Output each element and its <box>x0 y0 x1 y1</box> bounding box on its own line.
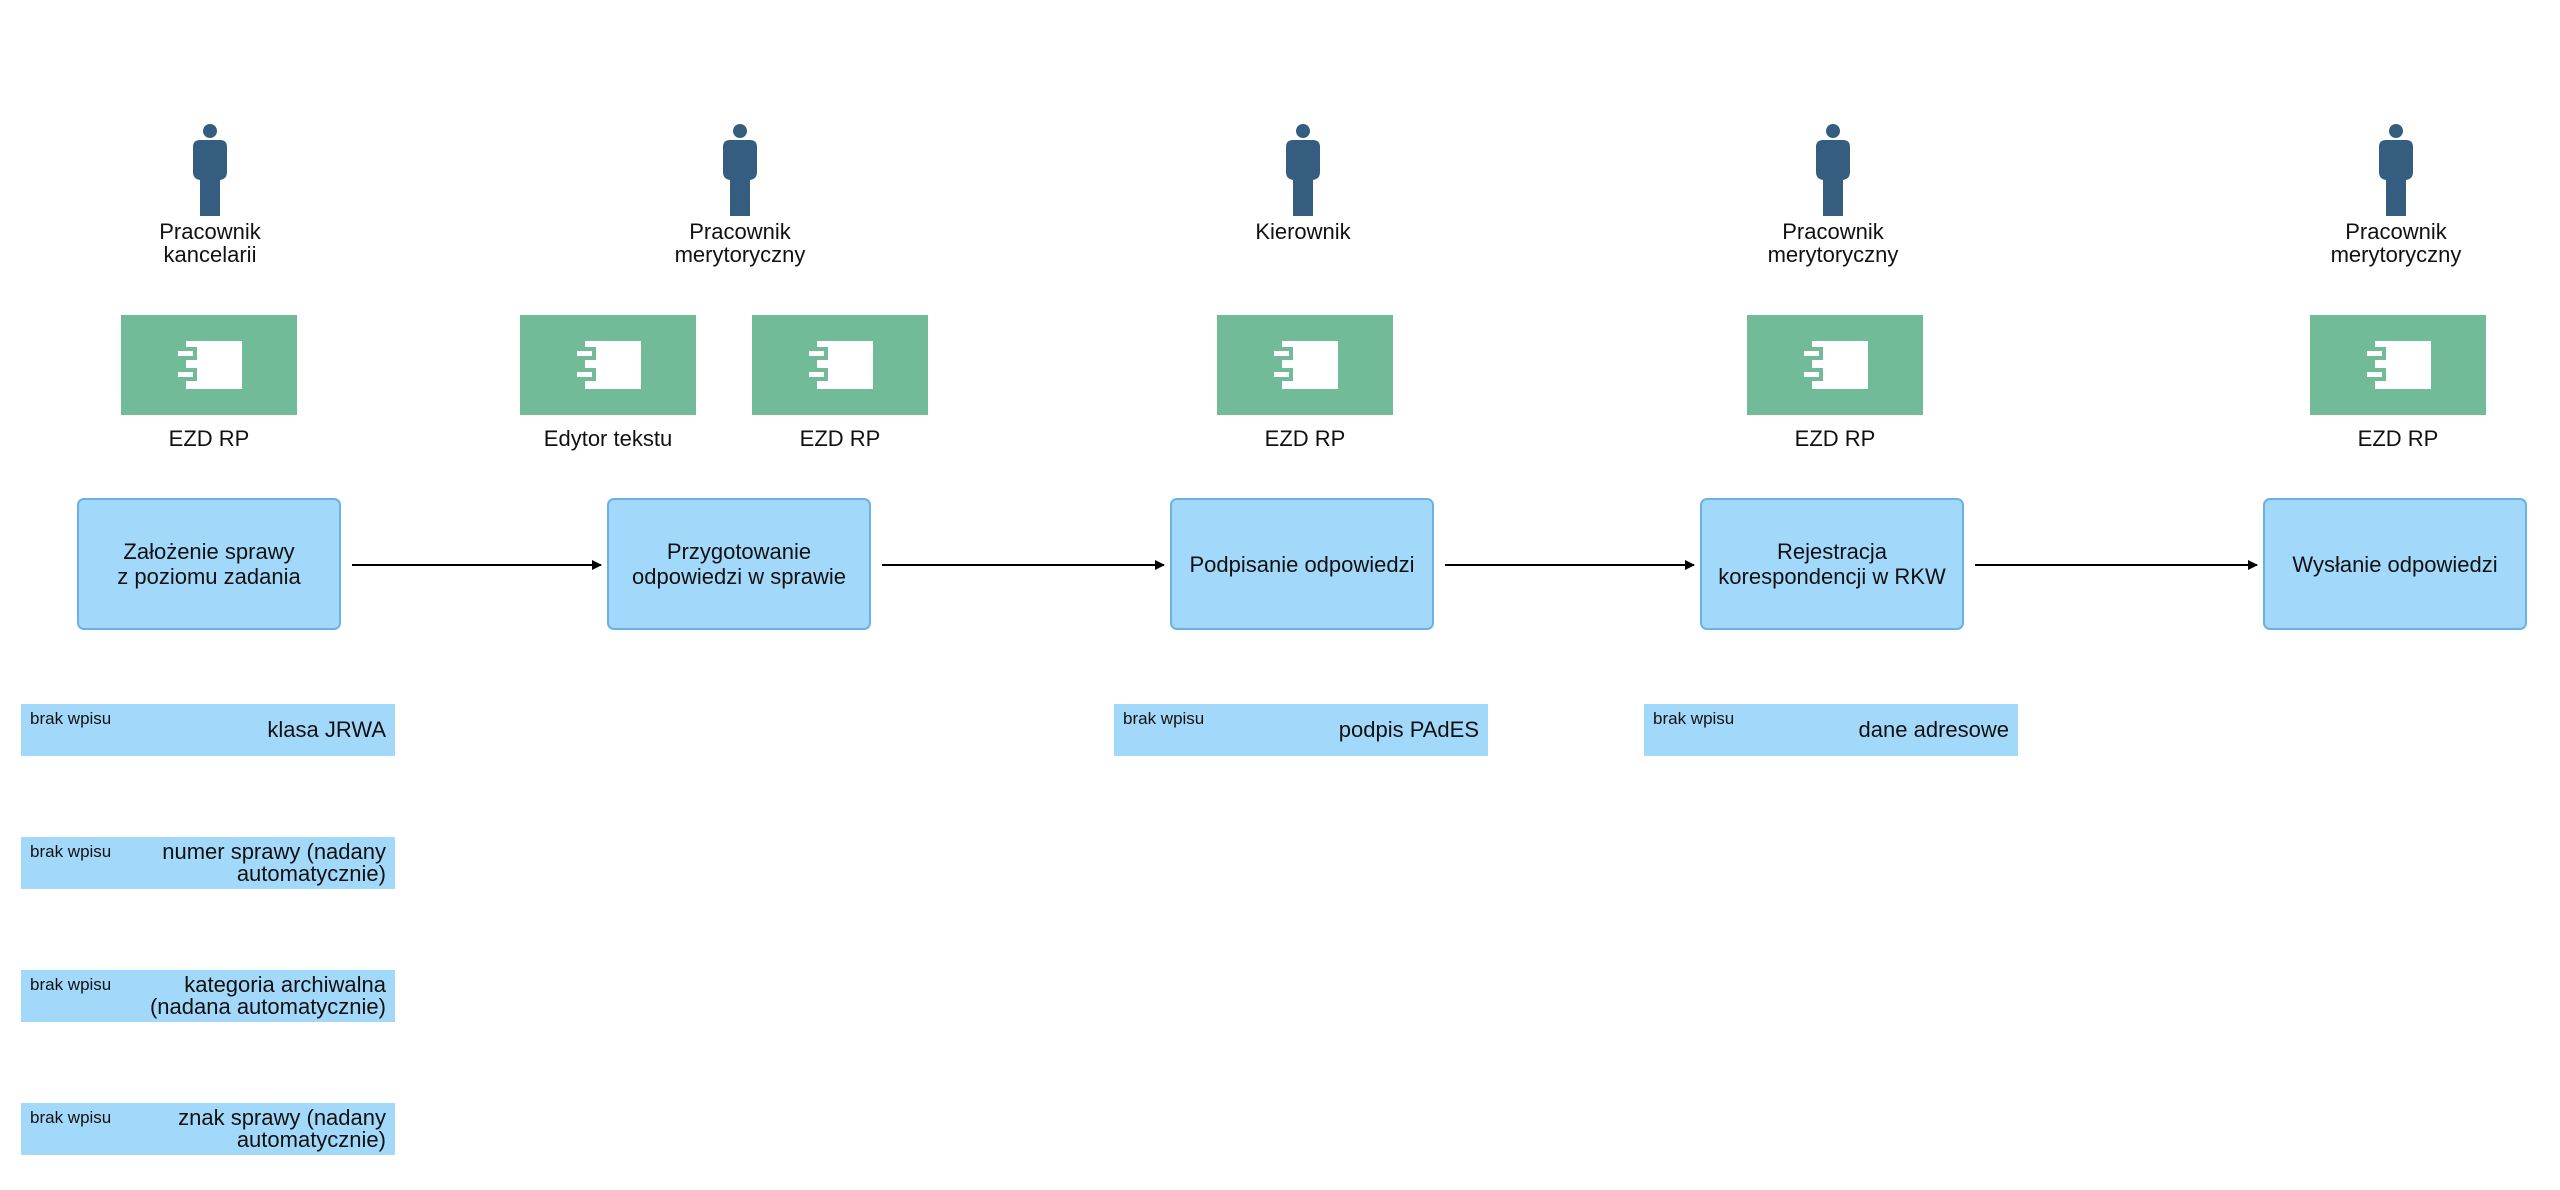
data-entry-klasa-jrwa: brak wpisu klasa JRWA <box>21 704 395 756</box>
application-component-icon <box>176 341 242 389</box>
actor-label: Pracownik merytoryczny <box>1767 219 1899 267</box>
application-ezd-rp: EZD RP <box>2310 315 2486 452</box>
entry-status: brak wpisu <box>30 975 112 994</box>
actor-kierownik: Kierownik <box>1133 124 1473 243</box>
application-ezd-rp: EZD RP <box>1217 315 1393 452</box>
application-label: EZD RP <box>1794 426 1876 451</box>
application-ezd-rp: EZD RP <box>752 315 928 452</box>
entry-status: brak wpisu <box>30 709 112 728</box>
application-component-icon <box>575 341 641 389</box>
application-box <box>2310 315 2486 415</box>
entry-field: dane adresowe <box>1858 717 2009 742</box>
application-label: EZD RP <box>168 426 250 451</box>
actor-pracownik-kancelarii: Pracownik kancelarii <box>40 124 380 266</box>
process-wyslanie-odpowiedzi[interactable]: Wysłanie odpowiedzi <box>2263 498 2527 630</box>
application-component-icon <box>807 341 873 389</box>
application-box <box>520 315 696 415</box>
process-podpisanie-odpowiedzi[interactable]: Podpisanie odpowiedzi <box>1170 498 1434 630</box>
entry-field: kategoria archiwalna (nadana automatyczn… <box>149 972 386 1019</box>
entry-field: numer sprawy (nadany automatycznie) <box>162 839 386 886</box>
actor-label: Pracownik kancelarii <box>159 219 261 267</box>
application-box <box>121 315 297 415</box>
application-component-icon <box>1272 341 1338 389</box>
application-box <box>1217 315 1393 415</box>
application-ezd-rp: EZD RP <box>121 315 297 452</box>
application-edytor-tekstu: Edytor tekstu <box>520 315 696 452</box>
actor-label: Pracownik merytoryczny <box>674 219 806 267</box>
application-label: EZD RP <box>1264 426 1346 451</box>
process-rejestracja-korespondencji[interactable]: Rejestracja korespondencji w RKW <box>1700 498 1964 630</box>
actor-pracownik-merytoryczny: Pracownik merytoryczny <box>1663 124 2003 266</box>
application-label: Edytor tekstu <box>543 426 673 451</box>
process-zalozenie-sprawy[interactable]: Założenie sprawy z poziomu zadania <box>77 498 341 630</box>
application-box <box>752 315 928 415</box>
person-icon <box>1816 124 1850 216</box>
application-label: EZD RP <box>2357 426 2439 451</box>
data-entry-znak-sprawy: brak wpisu znak sprawy (nadany automatyc… <box>21 1103 395 1155</box>
actor-label: Pracownik merytoryczny <box>2330 219 2462 267</box>
application-box <box>1747 315 1923 415</box>
process-przygotowanie-odpowiedzi[interactable]: Przygotowanie odpowiedzi w sprawie <box>607 498 871 630</box>
entry-status: brak wpisu <box>30 1108 112 1127</box>
actor-pracownik-merytoryczny: Pracownik merytoryczny <box>2226 124 2560 266</box>
person-icon <box>723 124 757 216</box>
entry-status: brak wpisu <box>30 842 112 861</box>
entry-field: znak sprawy (nadany automatycznie) <box>178 1105 386 1152</box>
data-entry-kategoria-archiwalna: brak wpisu kategoria archiwalna (nadana … <box>21 970 395 1022</box>
application-component-icon <box>1802 341 1868 389</box>
data-entry-numer-sprawy: brak wpisu numer sprawy (nadany automaty… <box>21 837 395 889</box>
person-icon <box>193 124 227 216</box>
data-entry-podpis-pades: brak wpisu podpis PAdES <box>1114 704 1488 756</box>
data-entry-dane-adresowe: brak wpisu dane adresowe <box>1644 704 2018 756</box>
entry-field: podpis PAdES <box>1338 717 1479 742</box>
entry-field: klasa JRWA <box>267 717 386 742</box>
application-label: EZD RP <box>799 426 881 451</box>
application-ezd-rp: EZD RP <box>1747 315 1923 452</box>
entry-status: brak wpisu <box>1653 709 1735 728</box>
entry-status: brak wpisu <box>1123 709 1205 728</box>
actor-label: Kierownik <box>1255 219 1351 244</box>
application-component-icon <box>2365 341 2431 389</box>
person-icon <box>1286 124 1320 216</box>
actor-pracownik-merytoryczny: Pracownik merytoryczny <box>570 124 910 266</box>
person-icon <box>2379 124 2413 216</box>
